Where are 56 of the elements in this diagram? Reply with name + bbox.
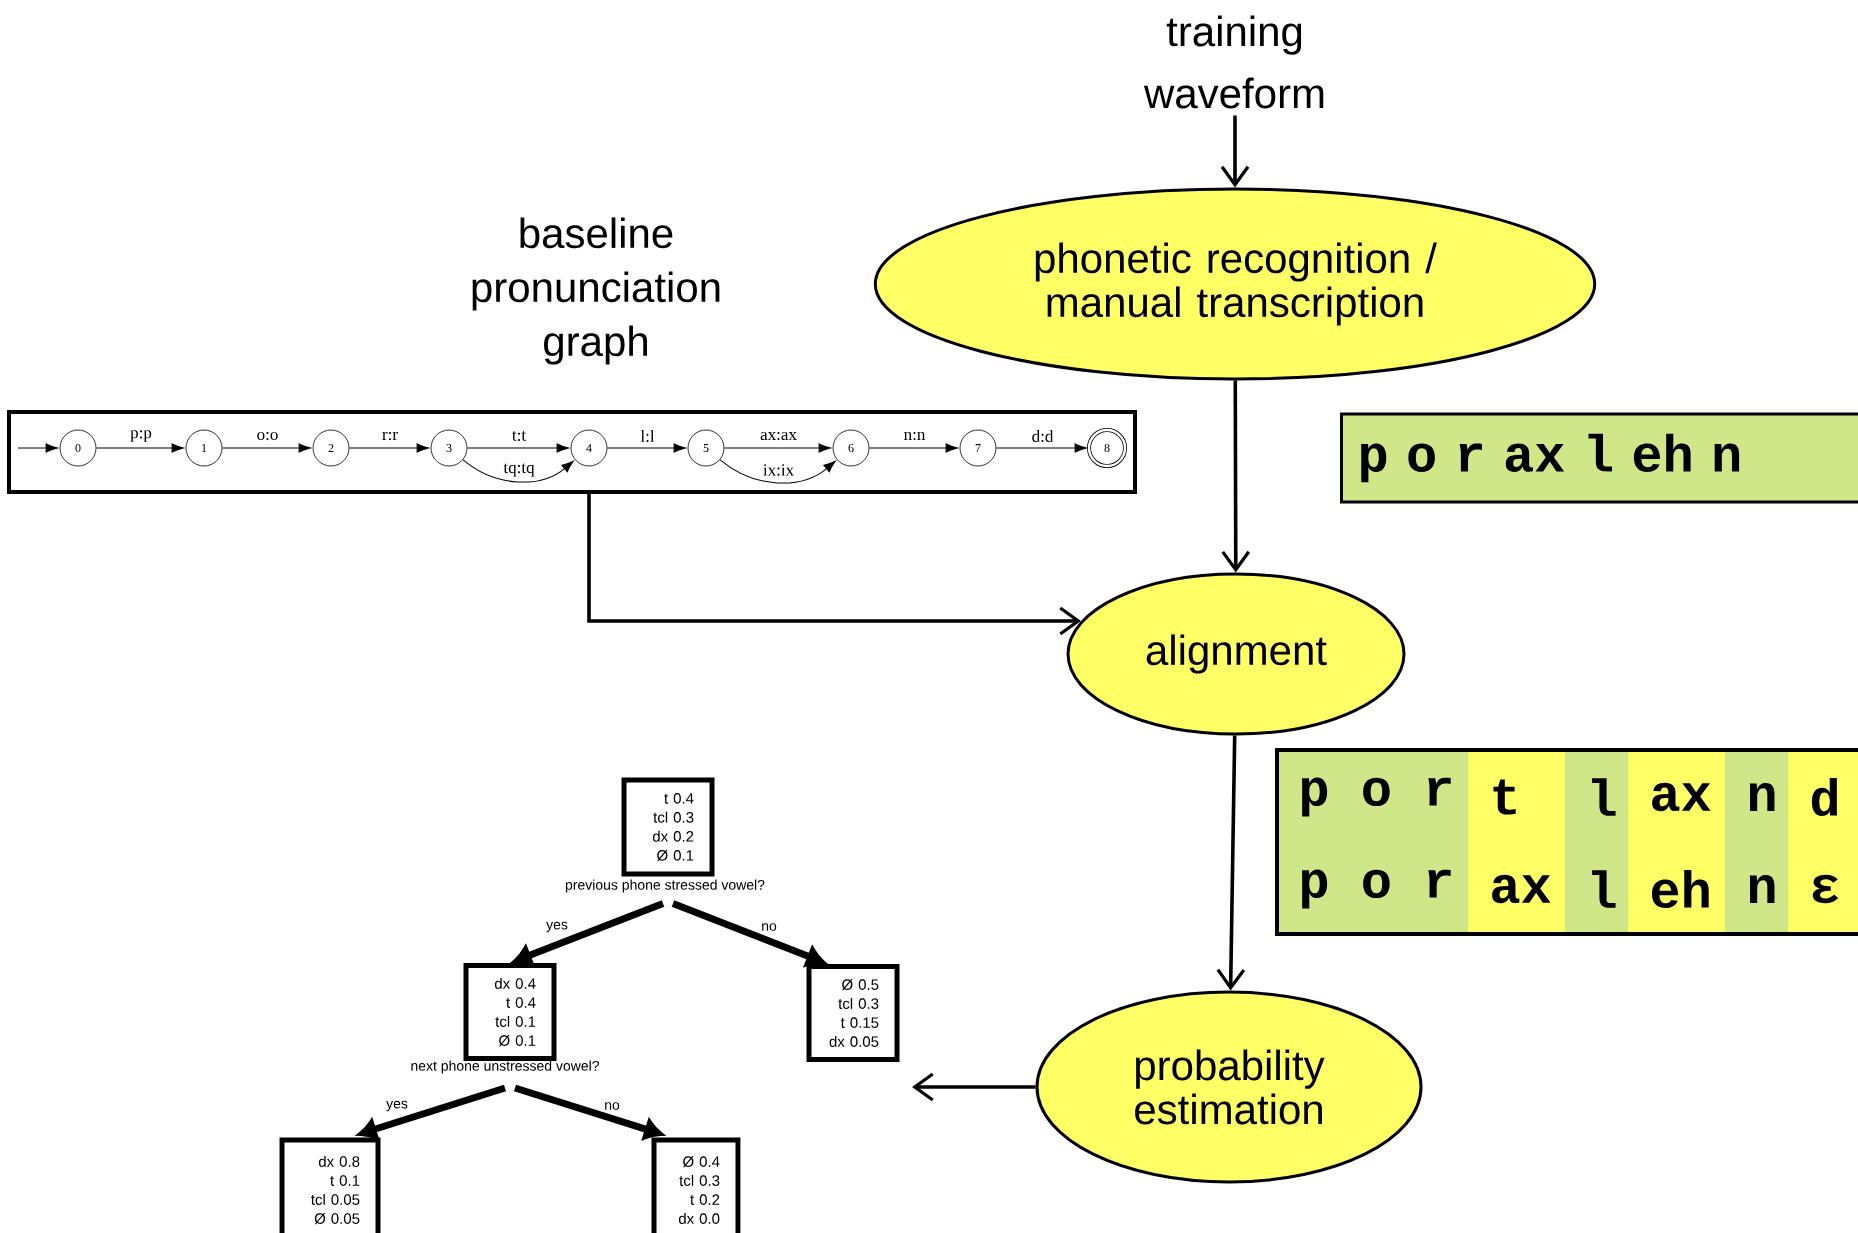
table-cell: t [1468,750,1565,845]
arrow [1220,115,1250,188]
probability-box: dx 0.8 t 0.1 tcl 0.05 Ø 0.05 [279,1137,381,1233]
edge-label: r:r [381,430,400,442]
edge-label: l:l [639,429,656,444]
arrow [868,443,958,453]
table-cell: p o r [1277,845,1468,934]
arrow [466,443,569,453]
edge-label: ax:ax [759,430,798,442]
node-label: dx 0.4 [494,977,536,989]
arrow [587,494,1081,636]
question-text: next phone unstressed vowel? [411,1060,599,1074]
question-text: previous phone stressed vowel? [565,879,765,893]
edge-label: p:p [129,429,153,443]
table-cell: ax [1628,750,1725,845]
node-label: tcl 0.3 [653,811,694,823]
arrow [348,443,429,453]
node-label: Ø 0.1 [657,849,694,861]
table-cell: l [1565,845,1628,934]
node-label: t 0.4 [506,997,536,1008]
arrow [912,1072,1036,1102]
probability-box: dx 0.4 t 0.4 tcl 0.1 Ø 0.1 [463,963,557,1061]
arrow [221,443,311,453]
edge-label: ix:ix [761,463,796,477]
arrow [723,443,831,453]
table-cell: ax [1468,845,1565,934]
arrow [95,443,184,453]
arrow [1221,380,1251,573]
table-cell: n [1725,845,1788,934]
edge-label: d:d [1030,429,1055,444]
table-cell: l [1565,750,1628,845]
table-cell: p o r [1277,750,1468,845]
edge-label: t:t [510,430,528,442]
table-cell: ε [1788,845,1858,934]
graph-heading: baseline pronunciation graph [472,217,720,365]
probability-box: Ø 0.4 tcl 0.3 t 0.2 dx 0.0 [651,1137,741,1233]
arrow [462,459,574,483]
probability-box: Ø 0.5 tcl 0.3 t 0.15 dx 0.05 [806,964,900,1062]
edge-label: tq:tq [502,462,536,478]
node-label: Ø 0.1 [499,1035,536,1047]
arrow [995,443,1087,453]
probability-box: t 0.4 tcl 0.3 dx 0.2 Ø 0.1 [621,777,715,877]
table-cell: d [1788,750,1858,845]
input-label: training waveform [1143,15,1324,109]
node-label: t 0.4 [664,793,694,804]
edge-label: n:n [902,430,927,442]
edge-label: o:o [255,430,280,442]
table-cell: n [1725,750,1788,845]
arrow [17,443,58,453]
arrow [1216,735,1246,991]
table-cell: eh [1628,845,1725,934]
node-label: tcl 0.1 [495,1015,536,1027]
node-label: dx 0.2 [652,830,694,842]
phone-sequence-box: p o r ax l eh n [1340,412,1858,504]
arrow [606,443,686,453]
arrow [719,459,836,484]
